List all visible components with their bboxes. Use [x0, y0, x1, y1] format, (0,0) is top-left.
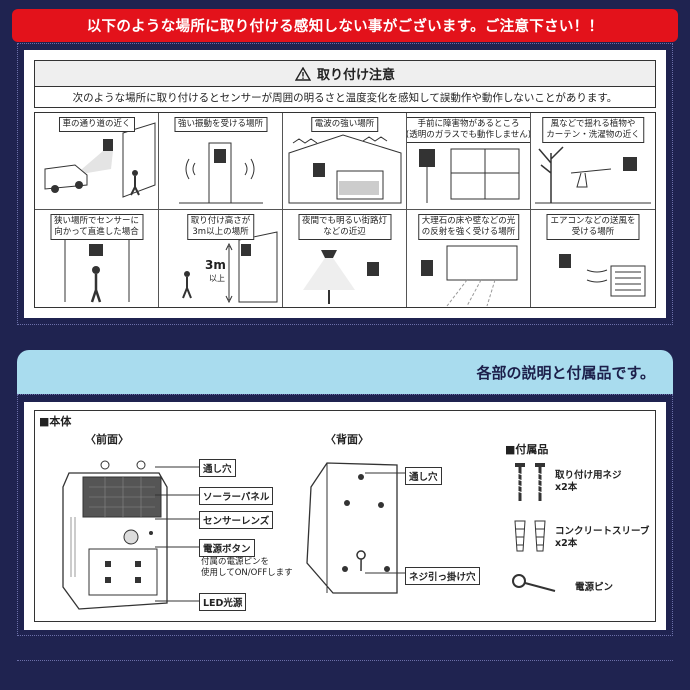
front-leader-lines: [155, 466, 213, 602]
screw-icon: [515, 463, 545, 501]
power-pin-icon: [512, 574, 556, 592]
streetlight-illustration: [303, 250, 379, 304]
screw-hook-label: ネジ引っ掛け穴: [405, 567, 480, 585]
warning-banner: 以下のような場所に取り付ける感知しない事がございます。ご注意下さい！！: [12, 9, 678, 42]
case-aircon: エアコンなどの送風を受ける場所: [531, 210, 655, 307]
accessories-title: ■付属品: [505, 443, 549, 456]
sensor-lens-label: センサーレンズ: [199, 511, 274, 529]
height-mark: 3m: [205, 258, 226, 272]
case-label: エアコンなどの送風を受ける場所: [546, 214, 640, 240]
power-button-label: 電源ボタン: [199, 539, 255, 557]
case-label: 車の通り道の近く: [58, 117, 135, 132]
screw-qty: x2本: [555, 482, 578, 493]
height-illustration: [182, 231, 278, 304]
aircon-illustration: [559, 254, 646, 297]
radio-wave-illustration: [288, 134, 402, 204]
case-marble: 大理石の床や壁などの光の反射を強く受ける場所: [407, 210, 531, 307]
case-label: 大理石の床や壁などの光の反射を強く受ける場所: [417, 214, 520, 240]
case-label: 強い振動を受ける場所: [173, 117, 268, 132]
case-narrow: 狭い場所でセンサーに向かって直進した場合: [35, 210, 159, 307]
case-label: 風などで揺れる植物やカーテン・洗濯物の近く: [542, 117, 644, 143]
case-radio-wave: 電波の強い場所: [283, 113, 407, 210]
solar-panel-label: ソーラーパネル: [199, 487, 274, 505]
concrete-sleeve-icon: [514, 520, 546, 552]
caution-description: 次のような場所に取り付けるとセンサーが周囲の明るさと温度変化を感知して誤動作や動…: [34, 86, 656, 108]
case-obstacle: 手前に障害物があるところ(透明のガラスでも動作しません): [407, 113, 531, 210]
parts-panel: ■本体 〈前面〉 〈背面〉 通し穴 ソーラーパネル センサーレンズ 電源ボタン …: [24, 402, 666, 630]
case-vibration: 強い振動を受ける場所: [159, 113, 283, 210]
front-device-illustration: [62, 460, 168, 610]
led-label: LED光源: [199, 593, 247, 611]
footer-divider: [17, 660, 673, 661]
plants-illustration: [535, 146, 651, 204]
obstacle-illustration: [419, 148, 520, 203]
power-note-1: 付属の電源ピンを: [201, 557, 270, 567]
caution-frame: [17, 43, 673, 325]
warning-triangle-icon: [294, 66, 311, 81]
front-hole-label: 通し穴: [199, 459, 236, 477]
marble-illustration: [421, 245, 518, 307]
body-title: ■本体: [39, 415, 72, 428]
sleeve-name: コンクリートスリーブ: [555, 526, 650, 537]
pin-name: 電源ピン: [575, 582, 614, 593]
case-car-road: 車の通り道の近く: [35, 113, 159, 210]
vibration-illustration: [179, 142, 263, 204]
case-label: 電波の強い場所: [310, 117, 379, 132]
height-sub: 以上: [209, 274, 225, 283]
parts-frame: [17, 394, 673, 636]
caution-panel: 取り付け注意 次のような場所に取り付けるとセンサーが周囲の明るさと温度変化を感知…: [24, 50, 666, 318]
caution-title: 取り付け注意: [316, 68, 395, 83]
back-leader-lines: [365, 472, 405, 574]
case-label: 夜間でも明るい街路灯などの近辺: [297, 214, 392, 240]
parts-banner: 各部の説明と付属品です。: [17, 350, 673, 394]
front-title: 〈前面〉: [85, 433, 129, 446]
case-label: 狭い場所でセンサーに向かって直進した場合: [49, 214, 144, 240]
case-plants: 風などで揺れる植物やカーテン・洗濯物の近く: [531, 113, 655, 210]
back-title: 〈背面〉: [325, 433, 369, 446]
case-label: 手前に障害物があるところ(透明のガラスでも動作しません): [407, 117, 530, 143]
narrow-illustration: [64, 240, 130, 303]
screw-name: 取り付け用ネジ: [555, 470, 622, 481]
case-streetlight: 夜間でも明るい街路灯などの近辺: [283, 210, 407, 307]
caution-header: 取り付け注意: [34, 60, 656, 86]
back-hole-label: 通し穴: [405, 467, 442, 485]
power-note-2: 使用してON/OFFします: [201, 568, 293, 578]
back-device-illustration: [306, 462, 398, 594]
parts-inner: ■本体 〈前面〉 〈背面〉 通し穴 ソーラーパネル センサーレンズ 電源ボタン …: [34, 410, 656, 622]
sleeve-qty: x2本: [555, 538, 578, 549]
car-road-illustration: [44, 122, 156, 198]
caution-grid: 車の通り道の近く 強い振動を受ける場所 電波の強い場所: [34, 112, 656, 308]
